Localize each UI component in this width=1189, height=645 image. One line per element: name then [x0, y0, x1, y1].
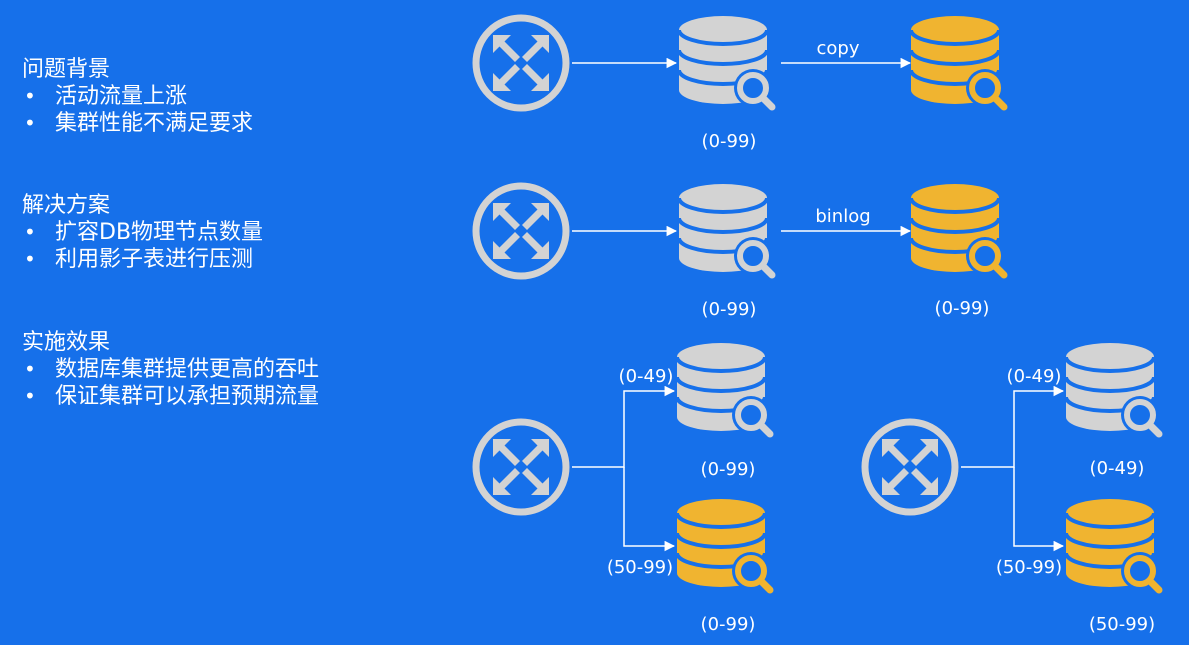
- connector-line: [961, 385, 1065, 468]
- bullet-item: 集群性能不满足要求: [22, 110, 253, 137]
- range-label: (0-49): [1090, 458, 1145, 479]
- section-title: 问题背景: [22, 57, 111, 82]
- database-yellow-icon: [677, 499, 770, 590]
- section-title: 解决方案: [22, 193, 111, 218]
- router-icon: [865, 422, 955, 512]
- database-yellow-icon: [1066, 499, 1159, 590]
- bullet-item: 活动流量上涨: [22, 83, 253, 110]
- range-label: (0-99): [935, 298, 990, 319]
- section-result: 实施效果 数据库集群提供更高的吞吐 保证集群可以承担预期流量: [22, 329, 319, 410]
- database-yellow-icon: [911, 16, 1004, 107]
- database-gray-icon: [1066, 343, 1159, 434]
- shard-label: (0-49): [1007, 366, 1062, 387]
- range-label: (0-99): [701, 614, 756, 635]
- connector-line: [623, 467, 676, 552]
- connector-line: [572, 385, 676, 468]
- bullet-item: 数据库集群提供更高的吞吐: [22, 356, 319, 383]
- shard-label: (50-99): [996, 557, 1062, 578]
- database-gray-icon: [677, 343, 770, 434]
- range-label: (0-99): [701, 459, 756, 480]
- shard-label: (0-49): [619, 366, 674, 387]
- database-gray-icon: [679, 16, 772, 107]
- shard-label: (50-99): [607, 557, 673, 578]
- binlog-label: binlog: [815, 206, 870, 227]
- connector-line: [1013, 467, 1065, 552]
- bullet-item: 保证集群可以承担预期流量: [22, 383, 319, 410]
- range-label: (0-99): [702, 299, 757, 320]
- bullet-item: 扩容DB物理节点数量: [22, 219, 263, 246]
- database-gray-icon: [679, 184, 772, 275]
- bullet-item: 利用影子表进行压测: [22, 246, 263, 273]
- router-icon: [476, 18, 566, 108]
- copy-label: copy: [817, 38, 860, 59]
- range-label: (0-99): [702, 131, 757, 152]
- section-solution: 解决方案 扩容DB物理节点数量 利用影子表进行压测: [22, 192, 263, 273]
- router-icon: [476, 186, 566, 276]
- database-yellow-icon: [911, 184, 1004, 275]
- bullet-list: 数据库集群提供更高的吞吐 保证集群可以承担预期流量: [22, 356, 319, 410]
- section-title: 实施效果: [22, 330, 111, 355]
- bullet-list: 活动流量上涨 集群性能不满足要求: [22, 83, 253, 137]
- router-icon: [476, 422, 566, 512]
- bullet-list: 扩容DB物理节点数量 利用影子表进行压测: [22, 219, 263, 273]
- range-label: (50-99): [1089, 614, 1155, 635]
- section-background: 问题背景 活动流量上涨 集群性能不满足要求: [22, 56, 253, 137]
